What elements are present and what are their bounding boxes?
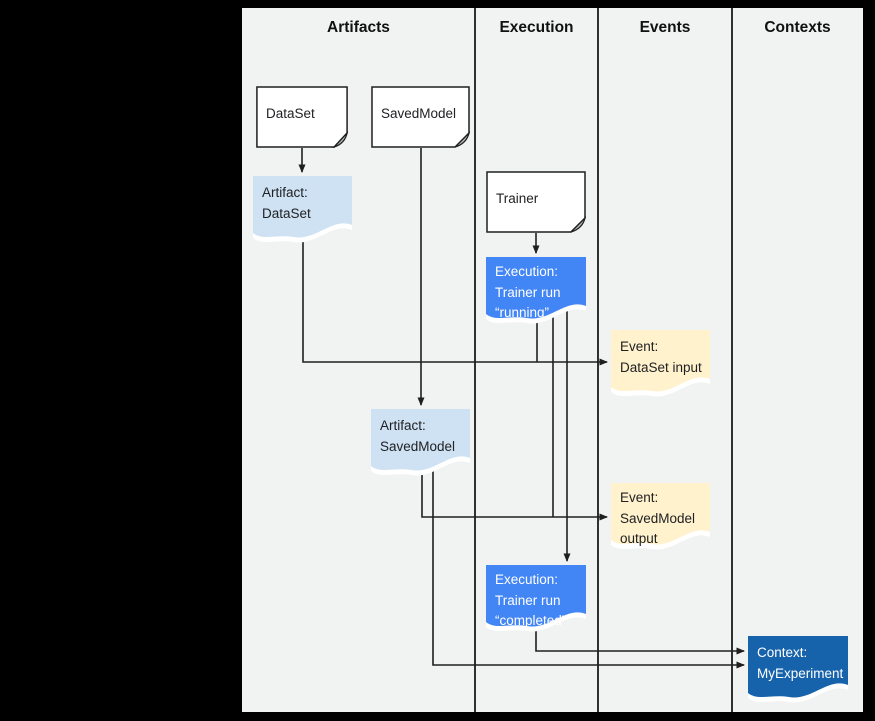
node-event-savedmodel-output: Event: SavedModel output (611, 483, 710, 553)
node-context-myexperiment: Context: MyExperiment (748, 636, 848, 706)
node-context-myexperiment-line2: MyExperiment (757, 665, 844, 681)
column-header-artifacts: Artifacts (327, 19, 390, 36)
node-execution-completed: Execution: Trainer run “completed” (486, 565, 586, 635)
node-event-savedmodel-output-line1: Event: (620, 490, 659, 505)
node-event-savedmodel-output-line3: output (620, 531, 658, 546)
node-event-dataset-input-line1: Event: (620, 339, 659, 354)
node-savedmodel-label: SavedModel (381, 105, 457, 121)
node-execution-completed-line3: “completed” (495, 613, 567, 628)
node-artifact-dataset: Artifact: DataSet (253, 176, 352, 246)
node-artifact-dataset-line1: Artifact: (262, 185, 308, 200)
node-trainer: Trainer (486, 171, 586, 233)
node-execution-completed-line1: Execution: (495, 572, 559, 587)
column-header-execution: Execution (499, 19, 574, 36)
node-dataset-label: DataSet (266, 105, 315, 121)
node-execution-running-line1: Execution: (495, 264, 559, 279)
node-execution-completed-line2: Trainer run (495, 592, 561, 608)
node-trainer-label: Trainer (496, 190, 539, 206)
node-savedmodel: SavedModel (371, 86, 470, 148)
node-artifact-savedmodel-line2: SavedModel (380, 438, 456, 454)
node-event-savedmodel-output-line2: SavedModel (620, 510, 696, 526)
node-artifact-savedmodel-line1: Artifact: (380, 418, 426, 433)
node-event-dataset-input-line2: DataSet input (620, 359, 702, 375)
column-header-events: Events (639, 19, 691, 36)
node-dataset: DataSet (256, 86, 348, 148)
node-context-myexperiment-line1: Context: (757, 645, 808, 660)
node-execution-running: Execution: Trainer run “running” (486, 257, 586, 327)
node-execution-running-line3: “running” (495, 305, 550, 320)
node-event-dataset-input: Event: DataSet input (611, 330, 710, 400)
node-execution-running-line2: Trainer run (495, 284, 561, 300)
column-header-contexts: Contexts (764, 19, 831, 36)
node-artifact-dataset-line2: DataSet (262, 205, 311, 221)
node-artifact-savedmodel: Artifact: SavedModel (371, 409, 470, 479)
